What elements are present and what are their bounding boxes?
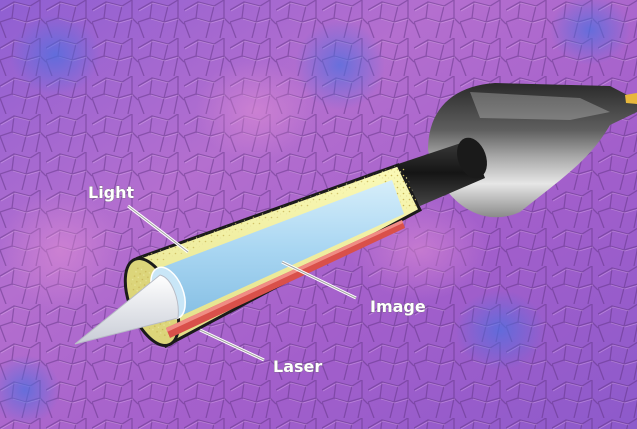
light-label: Light	[88, 183, 135, 202]
laser-label: Laser	[273, 357, 322, 376]
image-label: Image	[370, 297, 426, 316]
